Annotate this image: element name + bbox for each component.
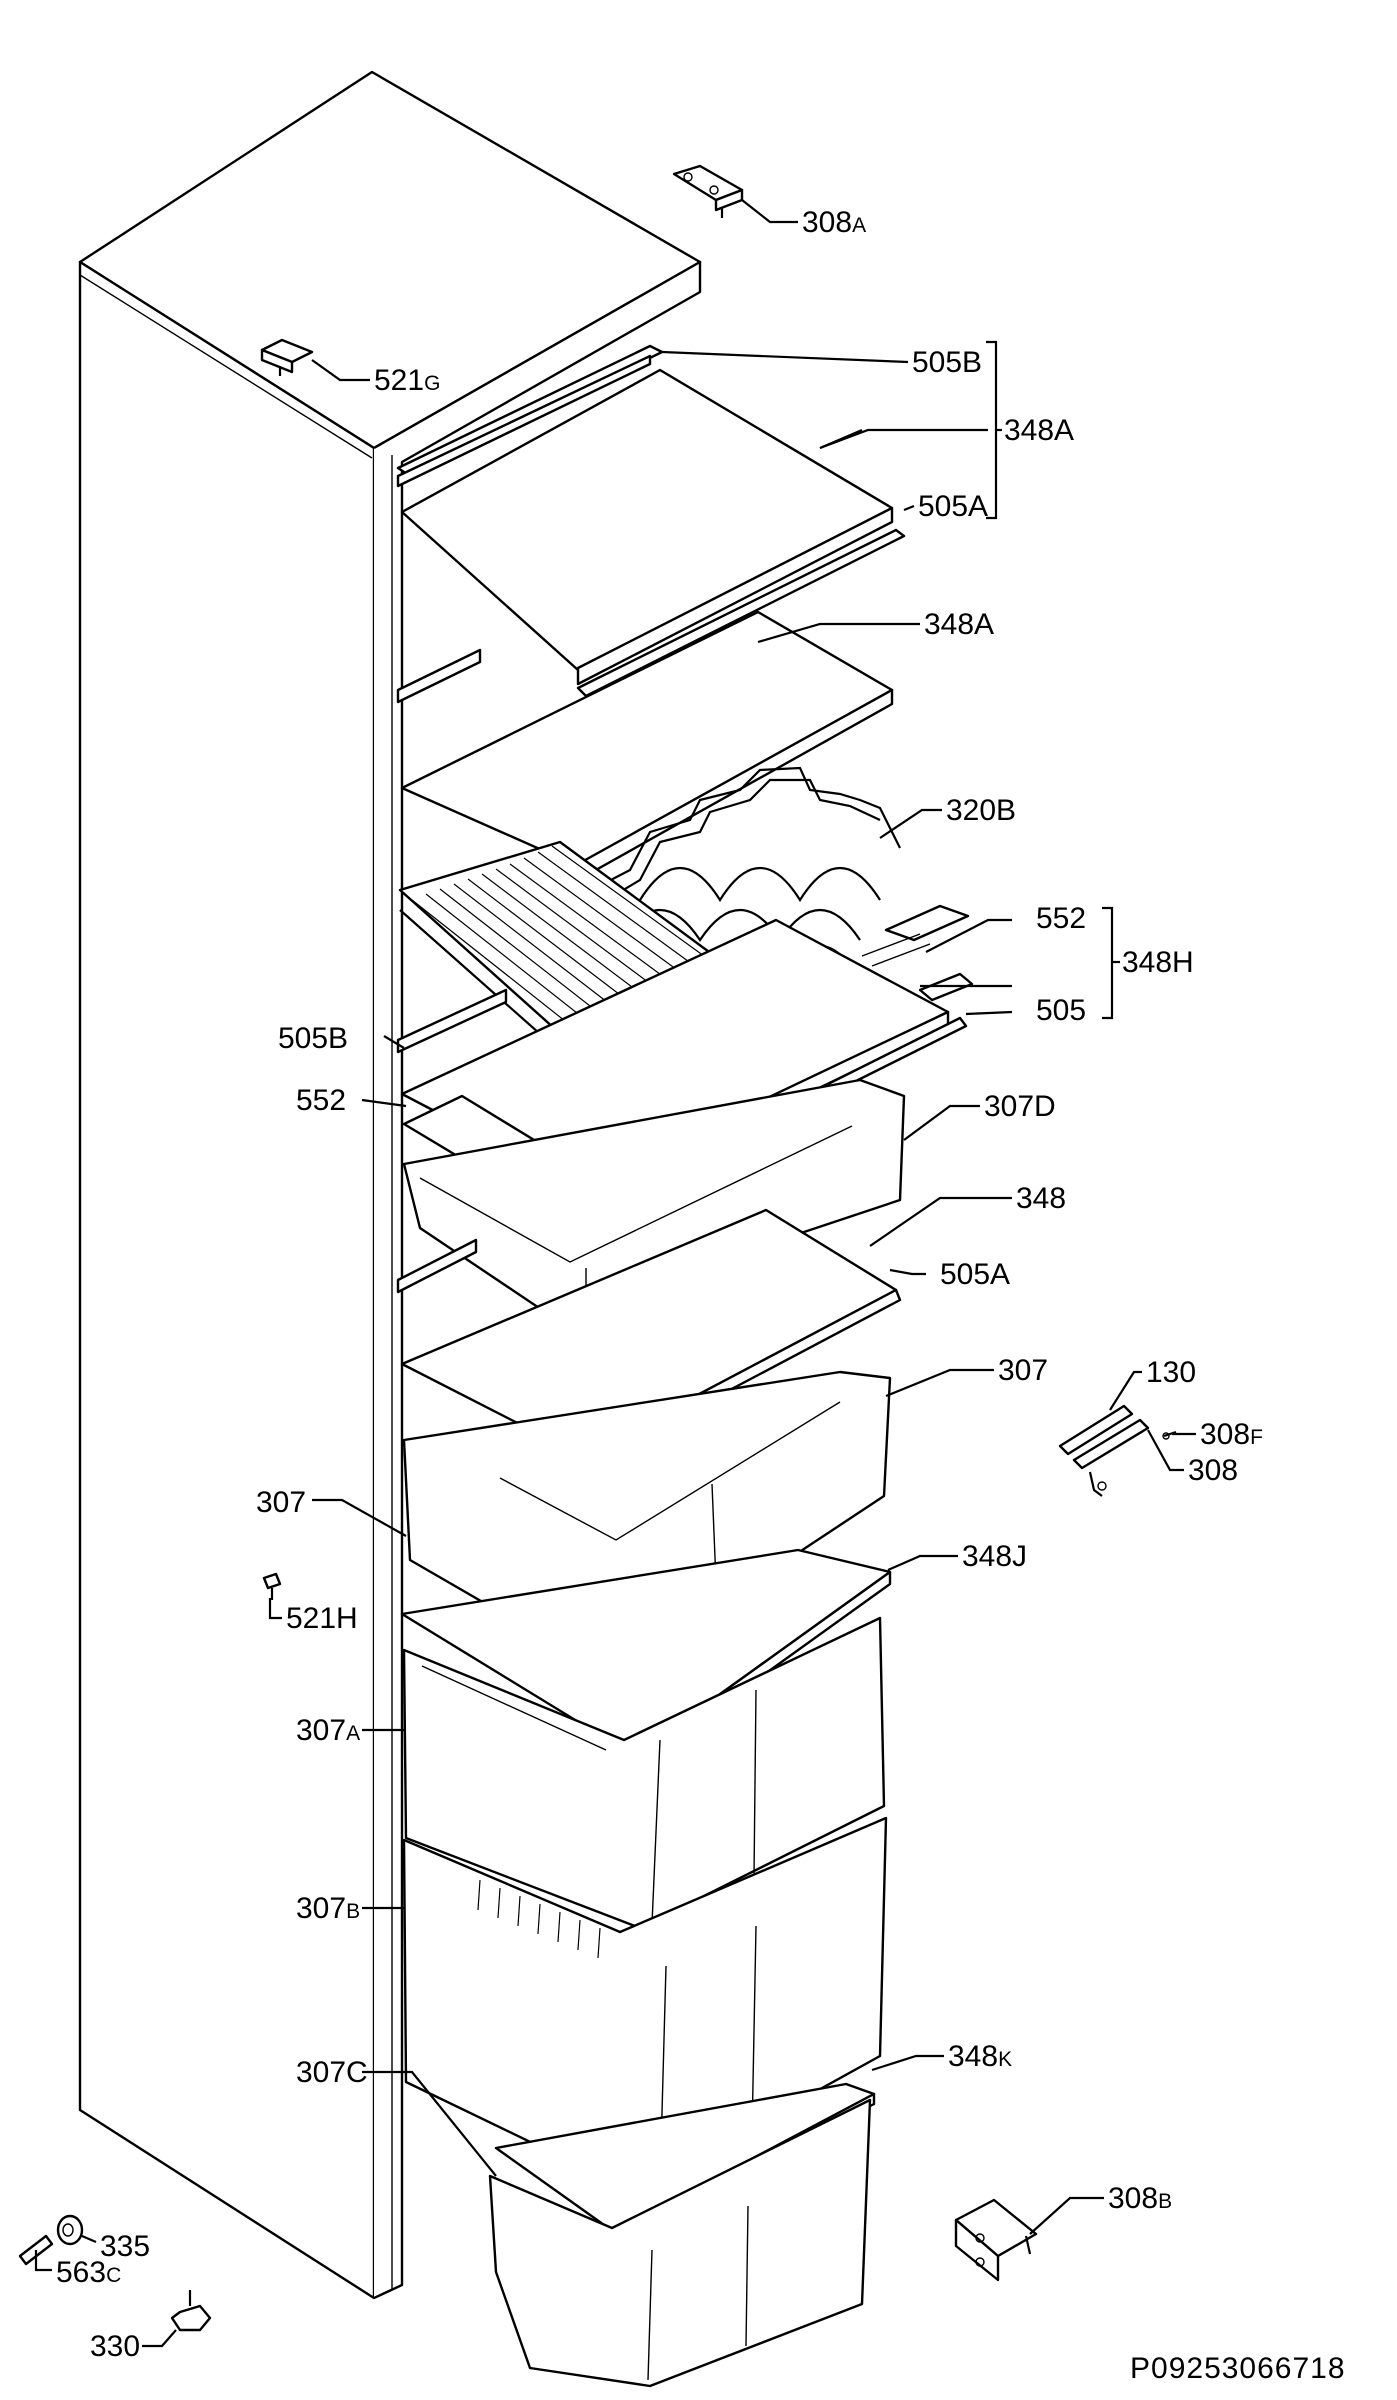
cabinet-body bbox=[78, 70, 702, 2300]
label-307b: 307B bbox=[296, 1892, 360, 1925]
label-348h: 348H bbox=[1122, 946, 1194, 979]
label-521g: 521G bbox=[374, 364, 440, 397]
foot-part-330 bbox=[170, 2290, 212, 2332]
drawer-307c bbox=[488, 2098, 872, 2388]
label-505b-left: 505B bbox=[278, 1022, 348, 1055]
label-308b: 308B bbox=[1108, 2182, 1172, 2215]
label-563c: 563C bbox=[56, 2256, 121, 2289]
label-307-left: 307 bbox=[256, 1486, 306, 1519]
label-307-right: 307 bbox=[998, 1354, 1048, 1387]
label-307a: 307A bbox=[296, 1714, 360, 1747]
label-505a-mid: 505A bbox=[940, 1258, 1010, 1291]
label-130: 130 bbox=[1146, 1356, 1196, 1389]
label-348k: 348K bbox=[948, 2040, 1012, 2073]
label-307c: 307C bbox=[296, 2056, 368, 2089]
label-505a-top: 505A bbox=[918, 490, 988, 523]
label-308: 308 bbox=[1188, 1454, 1238, 1487]
label-505b-top: 505B bbox=[912, 346, 982, 379]
label-521h: 521H bbox=[286, 1602, 358, 1635]
drawer-307a bbox=[402, 1616, 886, 1930]
cap-part-521g bbox=[260, 338, 314, 376]
label-308a: 308A bbox=[802, 206, 866, 239]
door-hinge-part bbox=[1058, 1404, 1177, 1497]
bottom-hinge-part bbox=[954, 2198, 1038, 2282]
label-348j: 348J bbox=[962, 1540, 1027, 1573]
label-308f: 308F bbox=[1200, 1418, 1263, 1451]
label-335: 335 bbox=[100, 2230, 150, 2263]
label-505-right: 505 bbox=[1036, 994, 1086, 1027]
label-552-right: 552 bbox=[1036, 902, 1086, 935]
clip-part-521h bbox=[262, 1572, 282, 1600]
top-hinge-part bbox=[672, 164, 744, 218]
second-glass-shelf bbox=[396, 610, 894, 882]
leader-lines bbox=[34, 199, 1196, 2348]
label-307d: 307D bbox=[984, 1090, 1056, 1123]
top-glass-shelf bbox=[396, 344, 906, 698]
label-320b: 320B bbox=[946, 794, 1016, 827]
label-348a-group: 348A bbox=[1004, 414, 1074, 447]
label-348: 348 bbox=[1016, 1182, 1066, 1215]
label-552-left: 552 bbox=[296, 1084, 346, 1117]
drawing-code: P09253066718 bbox=[1130, 2352, 1346, 2385]
label-348a-second: 348A bbox=[924, 608, 994, 641]
part-labels: 308A 521G 505B 348A 505A 348A 320B 552 3… bbox=[56, 206, 1263, 2363]
label-330: 330 bbox=[90, 2330, 140, 2363]
roller-part-335 bbox=[56, 2214, 84, 2246]
